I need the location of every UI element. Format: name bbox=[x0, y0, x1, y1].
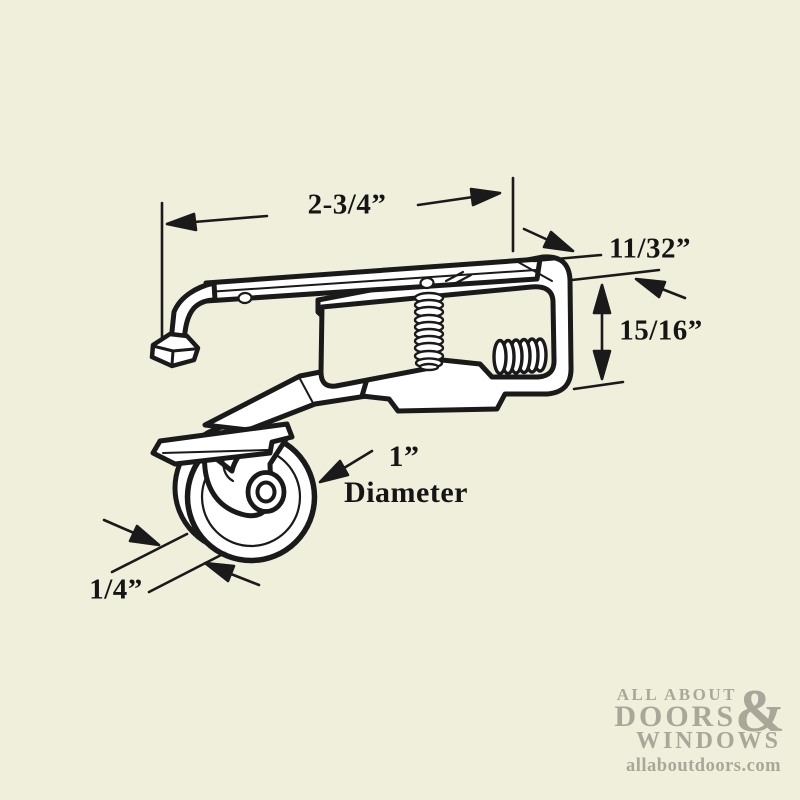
arrowhead bbox=[128, 524, 161, 547]
roller-part-drawing bbox=[149, 254, 574, 564]
arrowhead bbox=[634, 277, 667, 299]
watermark-logo-top: ALL ABOUT DOORS & bbox=[606, 681, 785, 741]
extension-line bbox=[570, 268, 661, 282]
rivet bbox=[419, 276, 435, 290]
wheel-hub bbox=[245, 470, 287, 514]
arrowhead bbox=[203, 561, 236, 583]
dim-label-wheel-width: 1/4” bbox=[89, 573, 143, 606]
watermark-line-windows: WINDOWS bbox=[635, 728, 781, 754]
dim-wheel-width bbox=[102, 518, 261, 594]
dimension-annotations bbox=[102, 176, 687, 594]
rivet bbox=[237, 291, 253, 305]
axle-plate bbox=[150, 421, 295, 467]
dim-label-height: 15/16” bbox=[619, 314, 703, 347]
tension-spring bbox=[413, 291, 445, 372]
dim-flange bbox=[522, 227, 603, 263]
arrowhead bbox=[318, 459, 350, 484]
dim-height bbox=[570, 268, 687, 391]
watermark-line-all-about: ALL ABOUT bbox=[616, 685, 737, 704]
dim-label-width: 2-3/4” bbox=[307, 188, 387, 221]
arrowhead-up bbox=[592, 283, 612, 315]
arrowhead-right bbox=[469, 187, 502, 207]
dim-label-flange: 11/32” bbox=[609, 232, 691, 265]
dim-label-diameter-word: Diameter bbox=[344, 476, 468, 509]
extension-line bbox=[147, 551, 227, 594]
arrowhead-down bbox=[592, 349, 612, 381]
extension-line bbox=[110, 532, 189, 574]
watermark-logo: ALL ABOUT DOORS & WINDOWS allaboutdoors.… bbox=[606, 681, 785, 776]
extension-line bbox=[532, 253, 603, 263]
watermark-line-doors: DOORS bbox=[614, 700, 736, 733]
arrowhead-left bbox=[165, 212, 198, 232]
watermark-website: allaboutdoors.com bbox=[626, 756, 781, 776]
dim-width bbox=[160, 176, 515, 339]
extension-line bbox=[572, 380, 625, 391]
arrowhead bbox=[542, 230, 575, 253]
dim-label-diameter-value: 1” bbox=[388, 440, 420, 473]
dim-diameter bbox=[318, 449, 374, 484]
left-hook-arm bbox=[149, 280, 218, 369]
watermark-ampersand: & bbox=[735, 678, 785, 744]
adjustment-screw bbox=[492, 337, 548, 376]
rail-tick-marks bbox=[444, 270, 473, 286]
